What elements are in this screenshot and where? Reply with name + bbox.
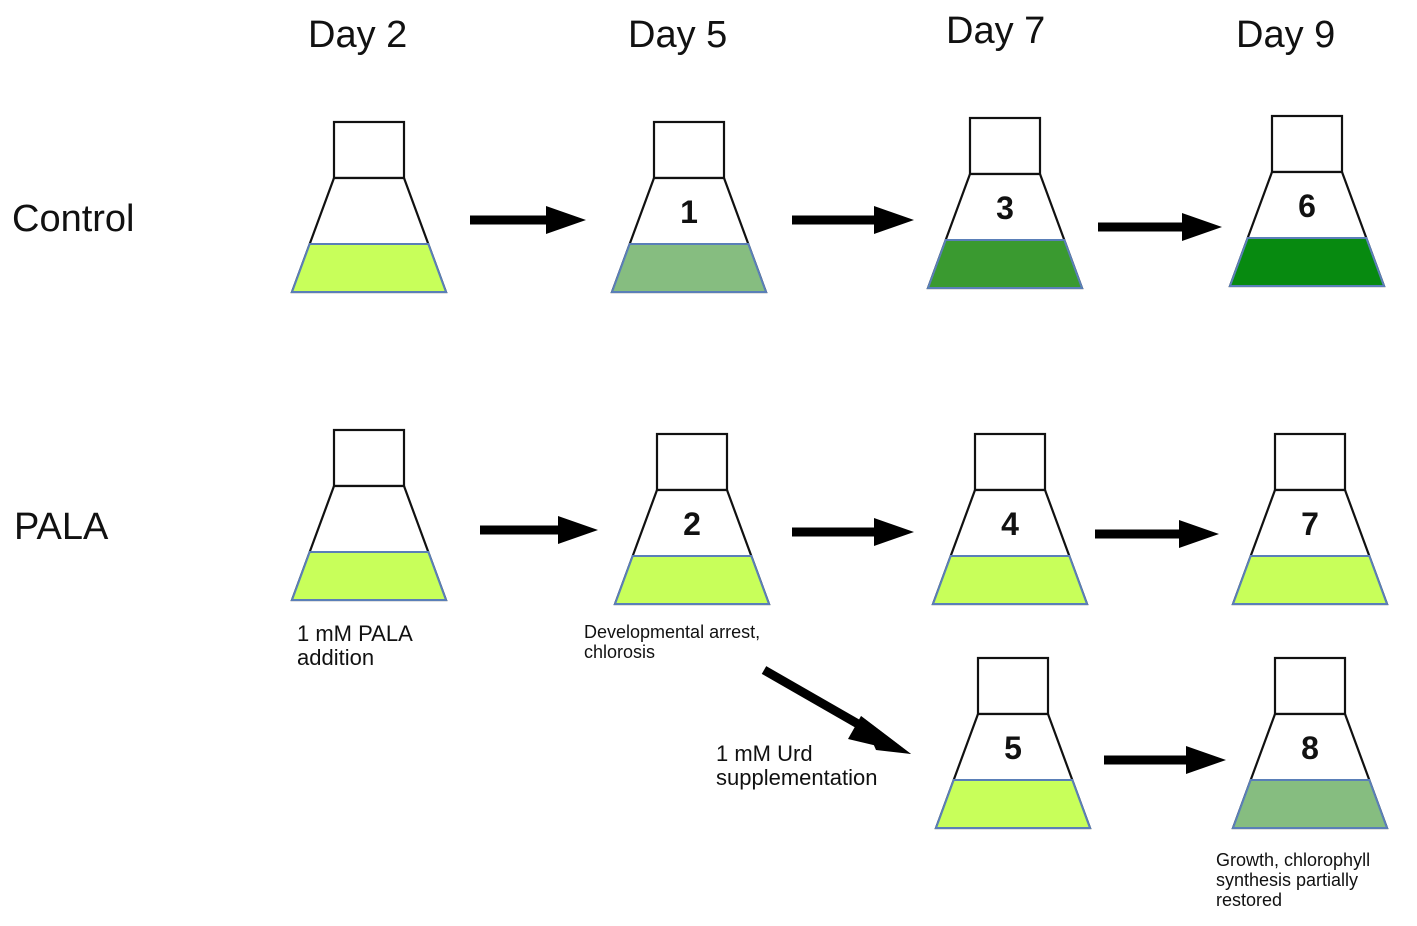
flask-drawing (1228, 114, 1386, 288)
arrow-pala-2-5 (480, 516, 598, 544)
flask-number: 7 (1301, 506, 1319, 542)
flask-liquid (1231, 779, 1389, 829)
flask-urd-day7: 5 (933, 656, 1093, 836)
flask-neck (976, 656, 1050, 716)
flask-liquid (290, 243, 448, 293)
row-label-control: Control (12, 198, 135, 240)
day-header-2: Day 2 (308, 14, 408, 56)
flask-control-day9: 6 (1227, 114, 1387, 294)
flask-liquid (926, 239, 1084, 289)
flask-drawing (290, 120, 448, 294)
flask-liquid (613, 555, 771, 605)
flask-number: 5 (1004, 730, 1022, 766)
flask-neck (968, 116, 1042, 176)
flask-control-day7: 3 (925, 116, 1085, 296)
flask-liquid (290, 551, 448, 601)
arrow-control-5-7 (792, 206, 914, 234)
flask-number: 2 (683, 506, 701, 542)
row-label-pala: PALA (14, 506, 109, 548)
flask-neck (1273, 656, 1347, 716)
flask-number: 3 (996, 190, 1014, 226)
flask-drawing (613, 432, 771, 606)
arrow-control-7-9 (1098, 213, 1222, 241)
day-header-9: Day 9 (1236, 14, 1336, 56)
flask-neck (332, 120, 406, 180)
flask-neck (332, 428, 406, 488)
annotation-arrest: Developmental arrest, chlorosis (584, 622, 761, 662)
flask-drawing (931, 432, 1089, 606)
flask-number: 8 (1301, 730, 1319, 766)
flask-liquid (931, 555, 1089, 605)
flask-liquid (1228, 237, 1386, 287)
flask-drawing (926, 116, 1084, 290)
flask-drawing (290, 428, 448, 602)
flask-pala-day9: 7 (1230, 432, 1390, 612)
flask-drawing (934, 656, 1092, 830)
arrow-diagonal-urd (761, 666, 911, 754)
arrow-urd-7-9 (1104, 746, 1226, 774)
flask-control-day2 (289, 120, 449, 300)
flask-liquid (610, 243, 768, 293)
flask-drawing (610, 120, 768, 294)
flask-drawing (1231, 432, 1389, 606)
flask-pala-day7: 4 (930, 432, 1090, 612)
annotation-growth: Growth, chlorophyll synthesis partially … (1216, 850, 1371, 910)
flask-number: 4 (1001, 506, 1019, 542)
flask-urd-day9: 8 (1230, 656, 1390, 836)
flask-pala-day5: 2 (612, 432, 772, 612)
arrow-pala-7-9 (1095, 520, 1219, 548)
flask-pala-day2 (289, 428, 449, 608)
flask-number: 1 (680, 194, 698, 230)
flask-control-day5: 1 (609, 120, 769, 300)
day-header-5: Day 5 (628, 14, 728, 56)
arrow-control-2-5 (470, 206, 586, 234)
flask-number: 6 (1298, 188, 1316, 224)
flask-neck (655, 432, 729, 492)
flask-neck (652, 120, 726, 180)
arrow-pala-5-7 (792, 518, 914, 546)
flask-neck (1270, 114, 1344, 174)
flask-liquid (1231, 555, 1389, 605)
annotation-urd: 1 mM Urd supplementation (716, 741, 878, 790)
day-header-7: Day 7 (946, 10, 1046, 52)
annotation-pala-addition: 1 mM PALA addition (297, 621, 412, 670)
flask-liquid (934, 779, 1092, 829)
flask-neck (973, 432, 1047, 492)
flask-neck (1273, 432, 1347, 492)
flask-drawing (1231, 656, 1389, 830)
